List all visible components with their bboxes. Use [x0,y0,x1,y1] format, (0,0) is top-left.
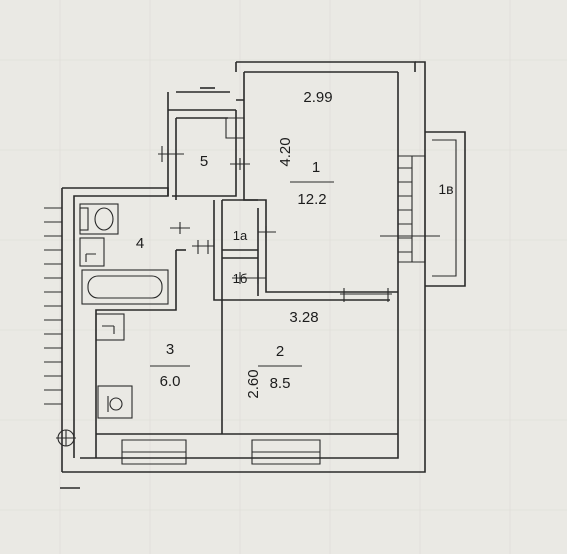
exterior-walls [60,61,426,489]
room3-number: 3 [166,341,174,358]
room2-length-label: 2.60 [245,369,262,398]
room1-area: 12.2 [297,191,326,208]
sink-icon [79,237,105,267]
stove-icon [97,385,133,419]
room1a-number: 1а [233,228,248,243]
left-hatch [44,207,62,405]
windows [121,155,440,465]
room1-width-label: 2.99 [303,89,332,106]
room1b-number: 1б [233,271,248,286]
area-fraction-lines [150,181,334,367]
interior-walls [95,72,398,435]
bathtub-icon [81,269,169,305]
room3-area: 6.0 [160,373,181,390]
room2-number: 2 [276,343,284,360]
room1-length-label: 4.20 [277,137,294,166]
gas-riser-icon [56,429,76,447]
kitchen-sink-icon [95,313,125,341]
room1-number: 1 [312,159,320,176]
room1v-number: 1в [438,181,453,197]
room2-area: 8.5 [270,375,291,392]
room4-number: 4 [136,235,144,252]
door-markers [158,146,392,302]
balcony [425,131,466,287]
room2-width-label: 3.28 [289,309,318,326]
room5-number: 5 [200,153,208,170]
toilet-icon [79,203,119,235]
